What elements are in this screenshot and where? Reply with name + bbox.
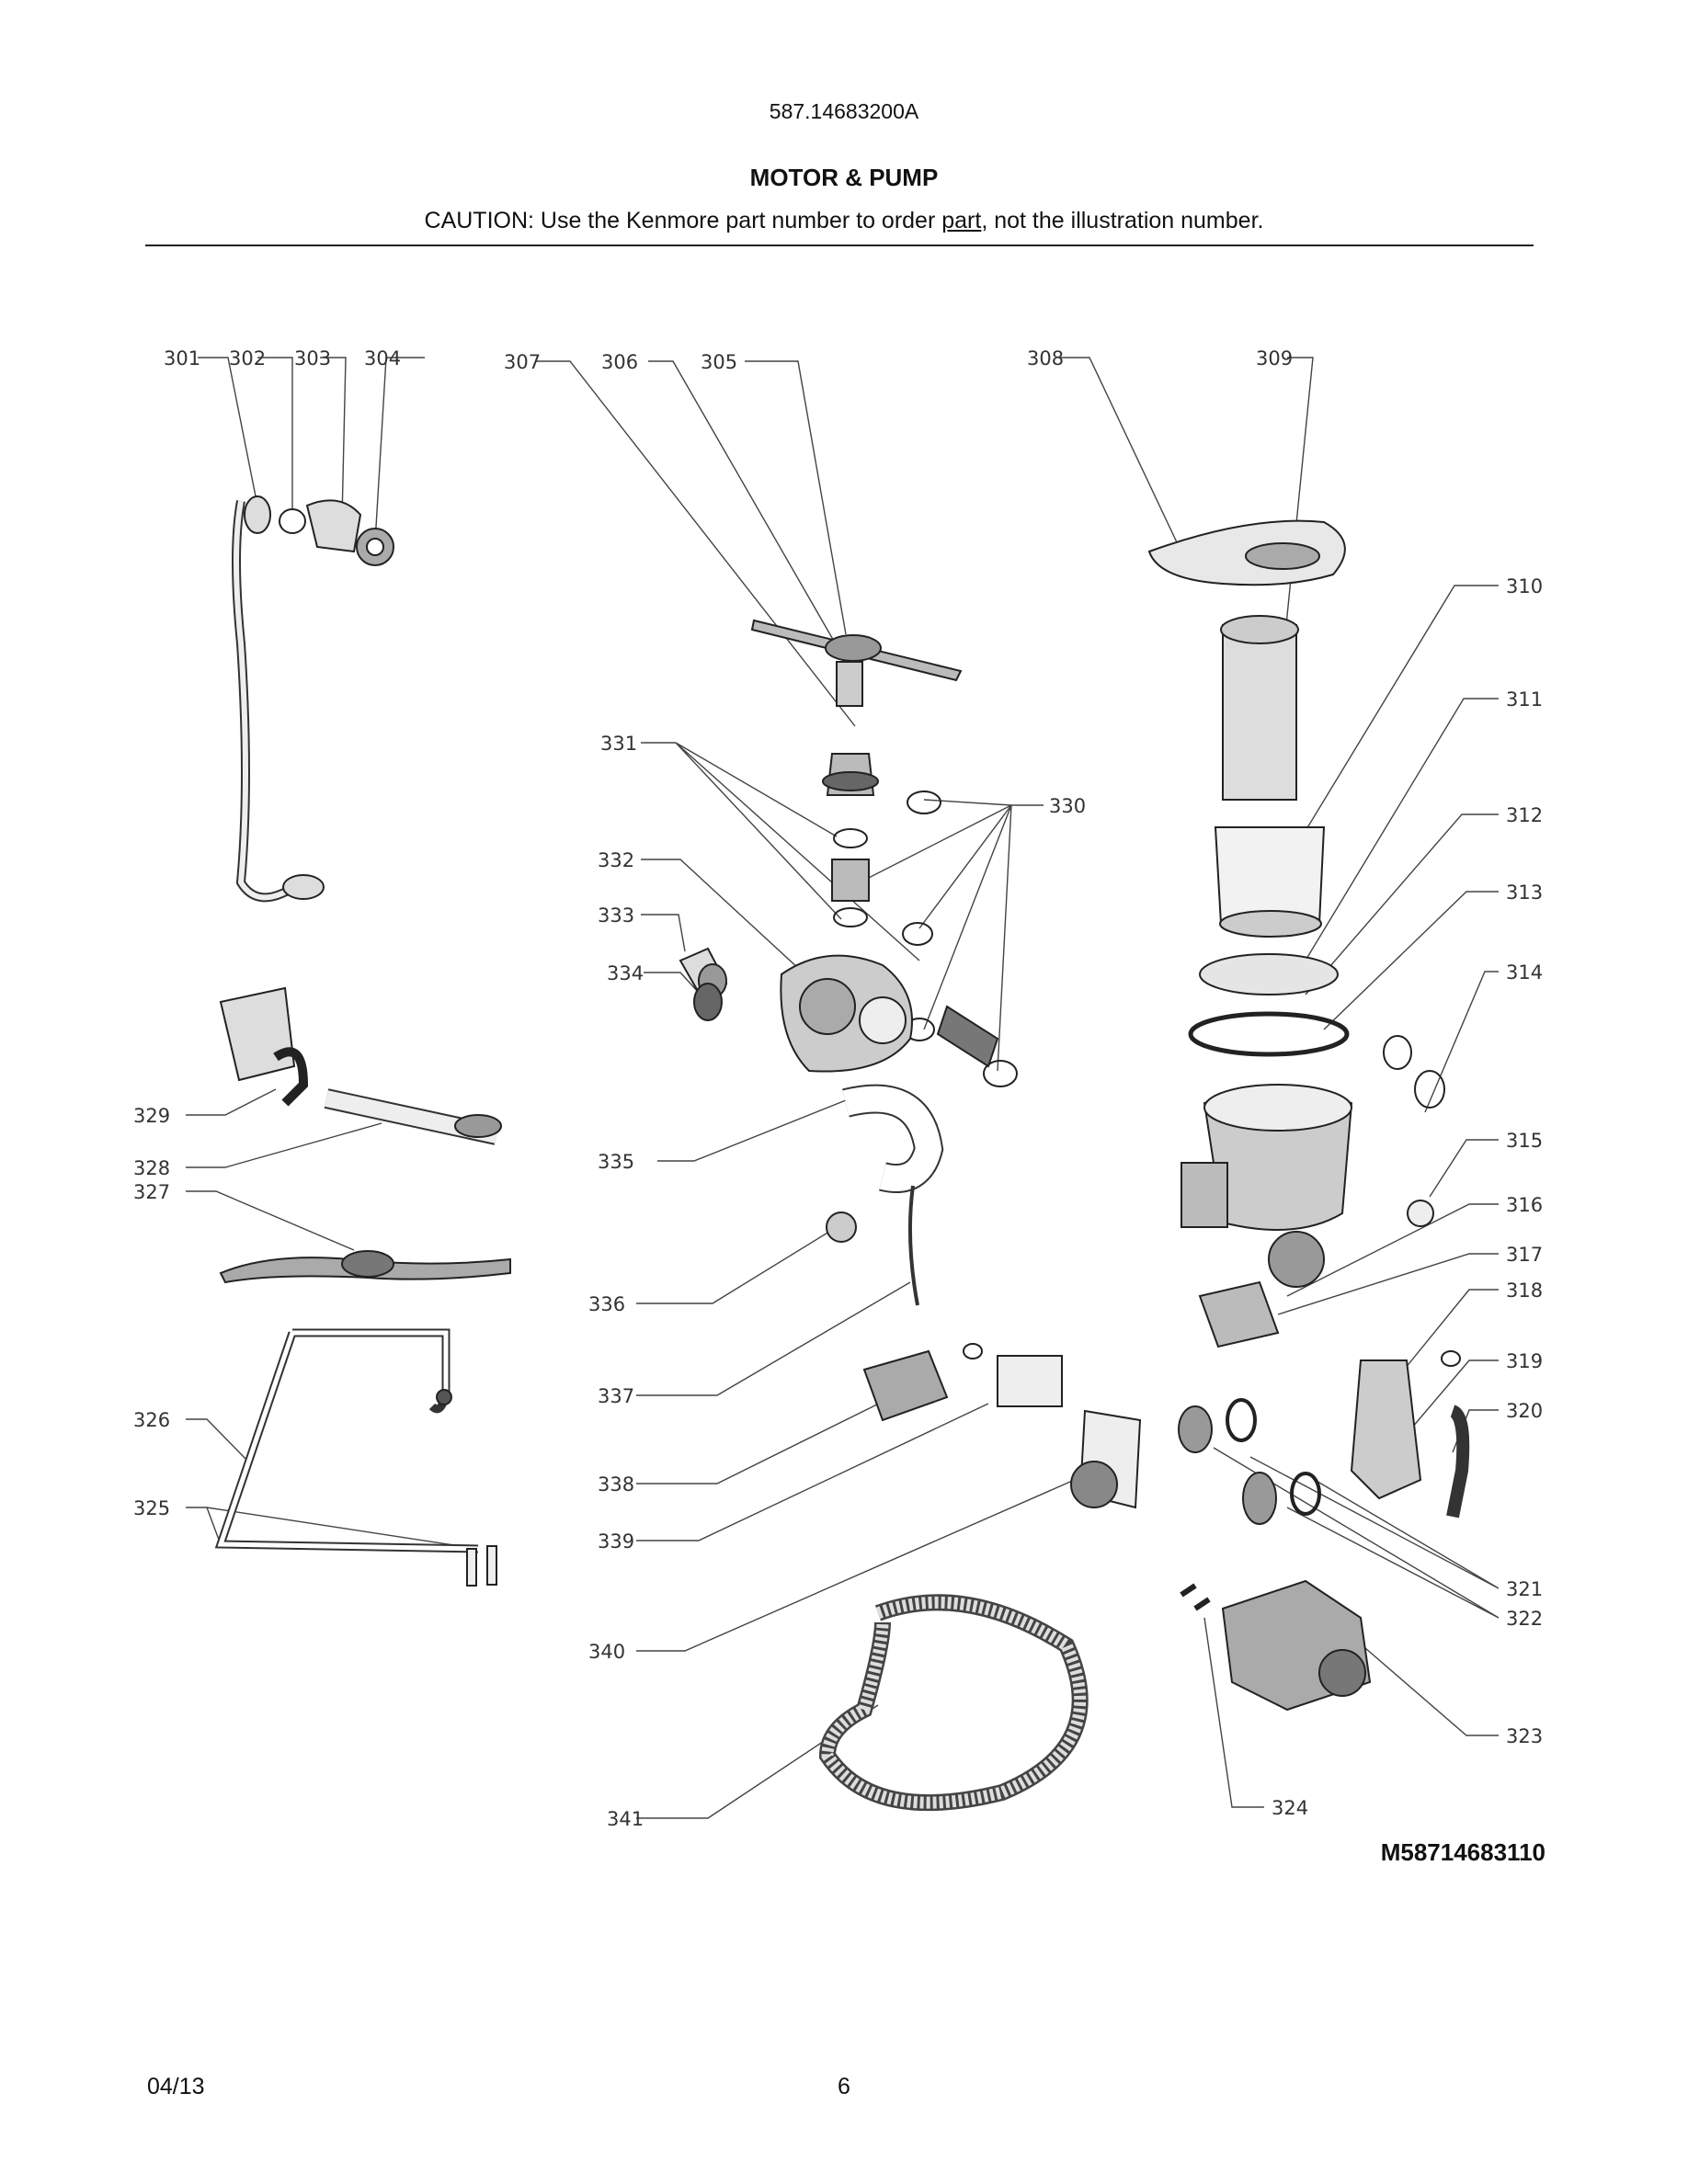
callout-314: 314 [1506,961,1543,984]
callout-310: 310 [1506,575,1543,597]
callout-333: 333 [598,904,634,927]
callout-312: 312 [1506,804,1543,826]
parts-illustration [214,495,1470,1812]
callout-labels: 301 302 303 304 305 306 307 308 309 310 … [133,347,1543,1830]
callout-301: 301 [164,347,200,370]
callout-334: 334 [607,962,644,984]
callout-340: 340 [588,1641,625,1663]
callout-339: 339 [598,1530,634,1553]
callout-323: 323 [1506,1725,1543,1747]
callout-326: 326 [133,1409,170,1431]
callout-336: 336 [588,1293,625,1315]
callout-328: 328 [133,1157,170,1179]
revision-date: 04/13 [147,2074,205,2099]
leader-lines [186,357,1500,1819]
callout-335: 335 [598,1151,634,1173]
page-number: 6 [838,2074,850,2099]
caution-note: CAUTION: Use the Kenmore part number to … [424,208,1264,233]
callout-307: 307 [504,351,541,373]
callout-313: 313 [1506,882,1543,904]
callout-317: 317 [1506,1244,1543,1266]
callout-311: 311 [1506,688,1543,711]
header-divider [145,245,1534,246]
callout-316: 316 [1506,1194,1543,1216]
callout-319: 319 [1506,1350,1543,1372]
callout-304: 304 [364,347,401,370]
callout-327: 327 [133,1181,170,1203]
diagram-reference-code: M58714683110 [1380,1838,1545,1866]
callout-324: 324 [1272,1797,1308,1819]
callout-329: 329 [133,1105,170,1127]
callout-337: 337 [598,1385,634,1407]
callout-332: 332 [598,849,634,871]
caution-part-link: part [941,208,982,233]
callout-318: 318 [1506,1280,1543,1302]
page-title: MOTOR & PUMP [749,164,939,191]
callout-309: 309 [1256,347,1293,370]
callout-341: 341 [607,1808,644,1830]
callout-325: 325 [133,1497,170,1519]
callout-308: 308 [1027,347,1064,370]
callout-321: 321 [1506,1578,1543,1600]
callout-330: 330 [1049,795,1086,817]
callout-302: 302 [229,347,266,370]
callout-305: 305 [701,351,737,373]
callout-306: 306 [601,351,638,373]
callout-338: 338 [598,1473,634,1496]
model-number: 587.14683200A [769,99,919,123]
callout-315: 315 [1506,1130,1543,1152]
callout-322: 322 [1506,1608,1543,1630]
callout-303: 303 [294,347,331,370]
callout-331: 331 [600,733,637,755]
callout-320: 320 [1506,1400,1543,1422]
